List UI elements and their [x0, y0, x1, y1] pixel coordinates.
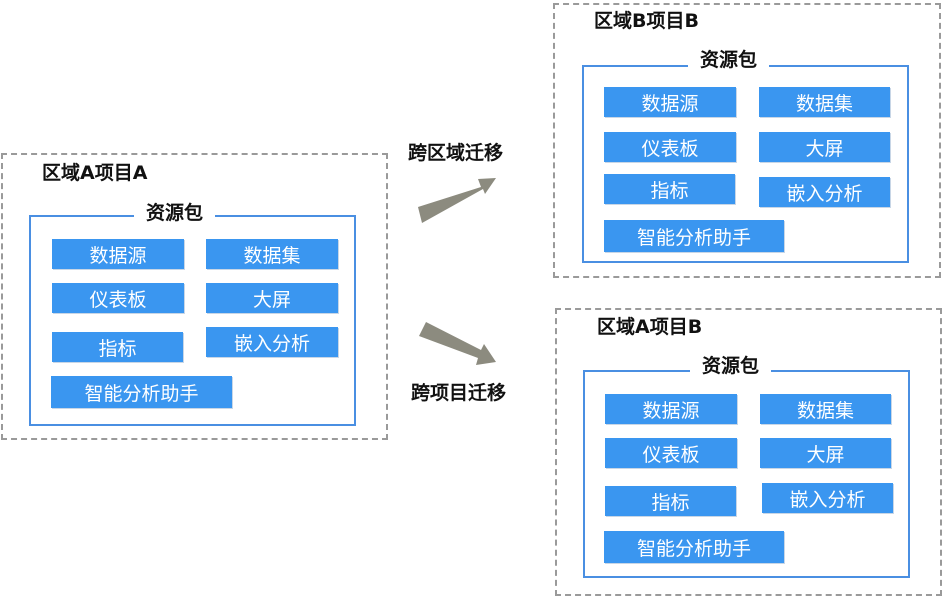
target-b-region-title: 区域B项目B: [594, 10, 699, 32]
target-region-b-project-b: [553, 3, 941, 278]
source-tile-ai-assistant: 智能分析助手: [51, 376, 232, 408]
arrow-cross-project-icon: [419, 322, 496, 365]
target-b-tile-embedded: 嵌入分析: [759, 177, 890, 207]
target-a-tile-dashboard: 仪表板: [605, 438, 737, 468]
target-b-tile-ai-assistant: 智能分析助手: [604, 220, 784, 252]
arrow-cross-region-icon: [418, 178, 496, 223]
source-tile-dataset: 数据集: [206, 239, 338, 269]
source-tile-metrics: 指标: [52, 332, 183, 362]
target-a-tile-datasource: 数据源: [605, 394, 737, 424]
target-a-tile-ai-assistant: 智能分析助手: [604, 531, 784, 563]
target-b-tile-datasource: 数据源: [604, 87, 736, 117]
cross-region-migration-label: 跨区域迁移: [408, 142, 504, 164]
source-tile-dashboard: 仪表板: [52, 283, 184, 313]
source-tile-datasource: 数据源: [52, 239, 184, 269]
target-b-tile-metrics: 指标: [604, 174, 735, 204]
target-a-tile-dataset: 数据集: [760, 394, 891, 424]
source-tile-bigscreen: 大屏: [206, 283, 338, 313]
target-b-tile-dashboard: 仪表板: [604, 132, 736, 162]
source-region-title: 区域A项目A: [42, 162, 148, 184]
target-region-a-project-b: [555, 308, 942, 596]
target-a-tile-bigscreen: 大屏: [760, 438, 891, 468]
target-b-tile-dataset: 数据集: [759, 87, 890, 117]
source-package-title: 资源包: [134, 201, 216, 225]
target-a-tile-metrics: 指标: [605, 486, 736, 516]
source-tile-embedded: 嵌入分析: [206, 327, 338, 357]
target-a-region-title: 区域A项目B: [597, 316, 703, 338]
source-region: [1, 153, 388, 440]
target-a-package-title: 资源包: [690, 354, 772, 378]
target-a-tile-embedded: 嵌入分析: [762, 483, 893, 513]
target-b-package-title: 资源包: [688, 48, 770, 72]
target-b-tile-bigscreen: 大屏: [759, 132, 890, 162]
cross-project-migration-label: 跨项目迁移: [411, 382, 507, 404]
